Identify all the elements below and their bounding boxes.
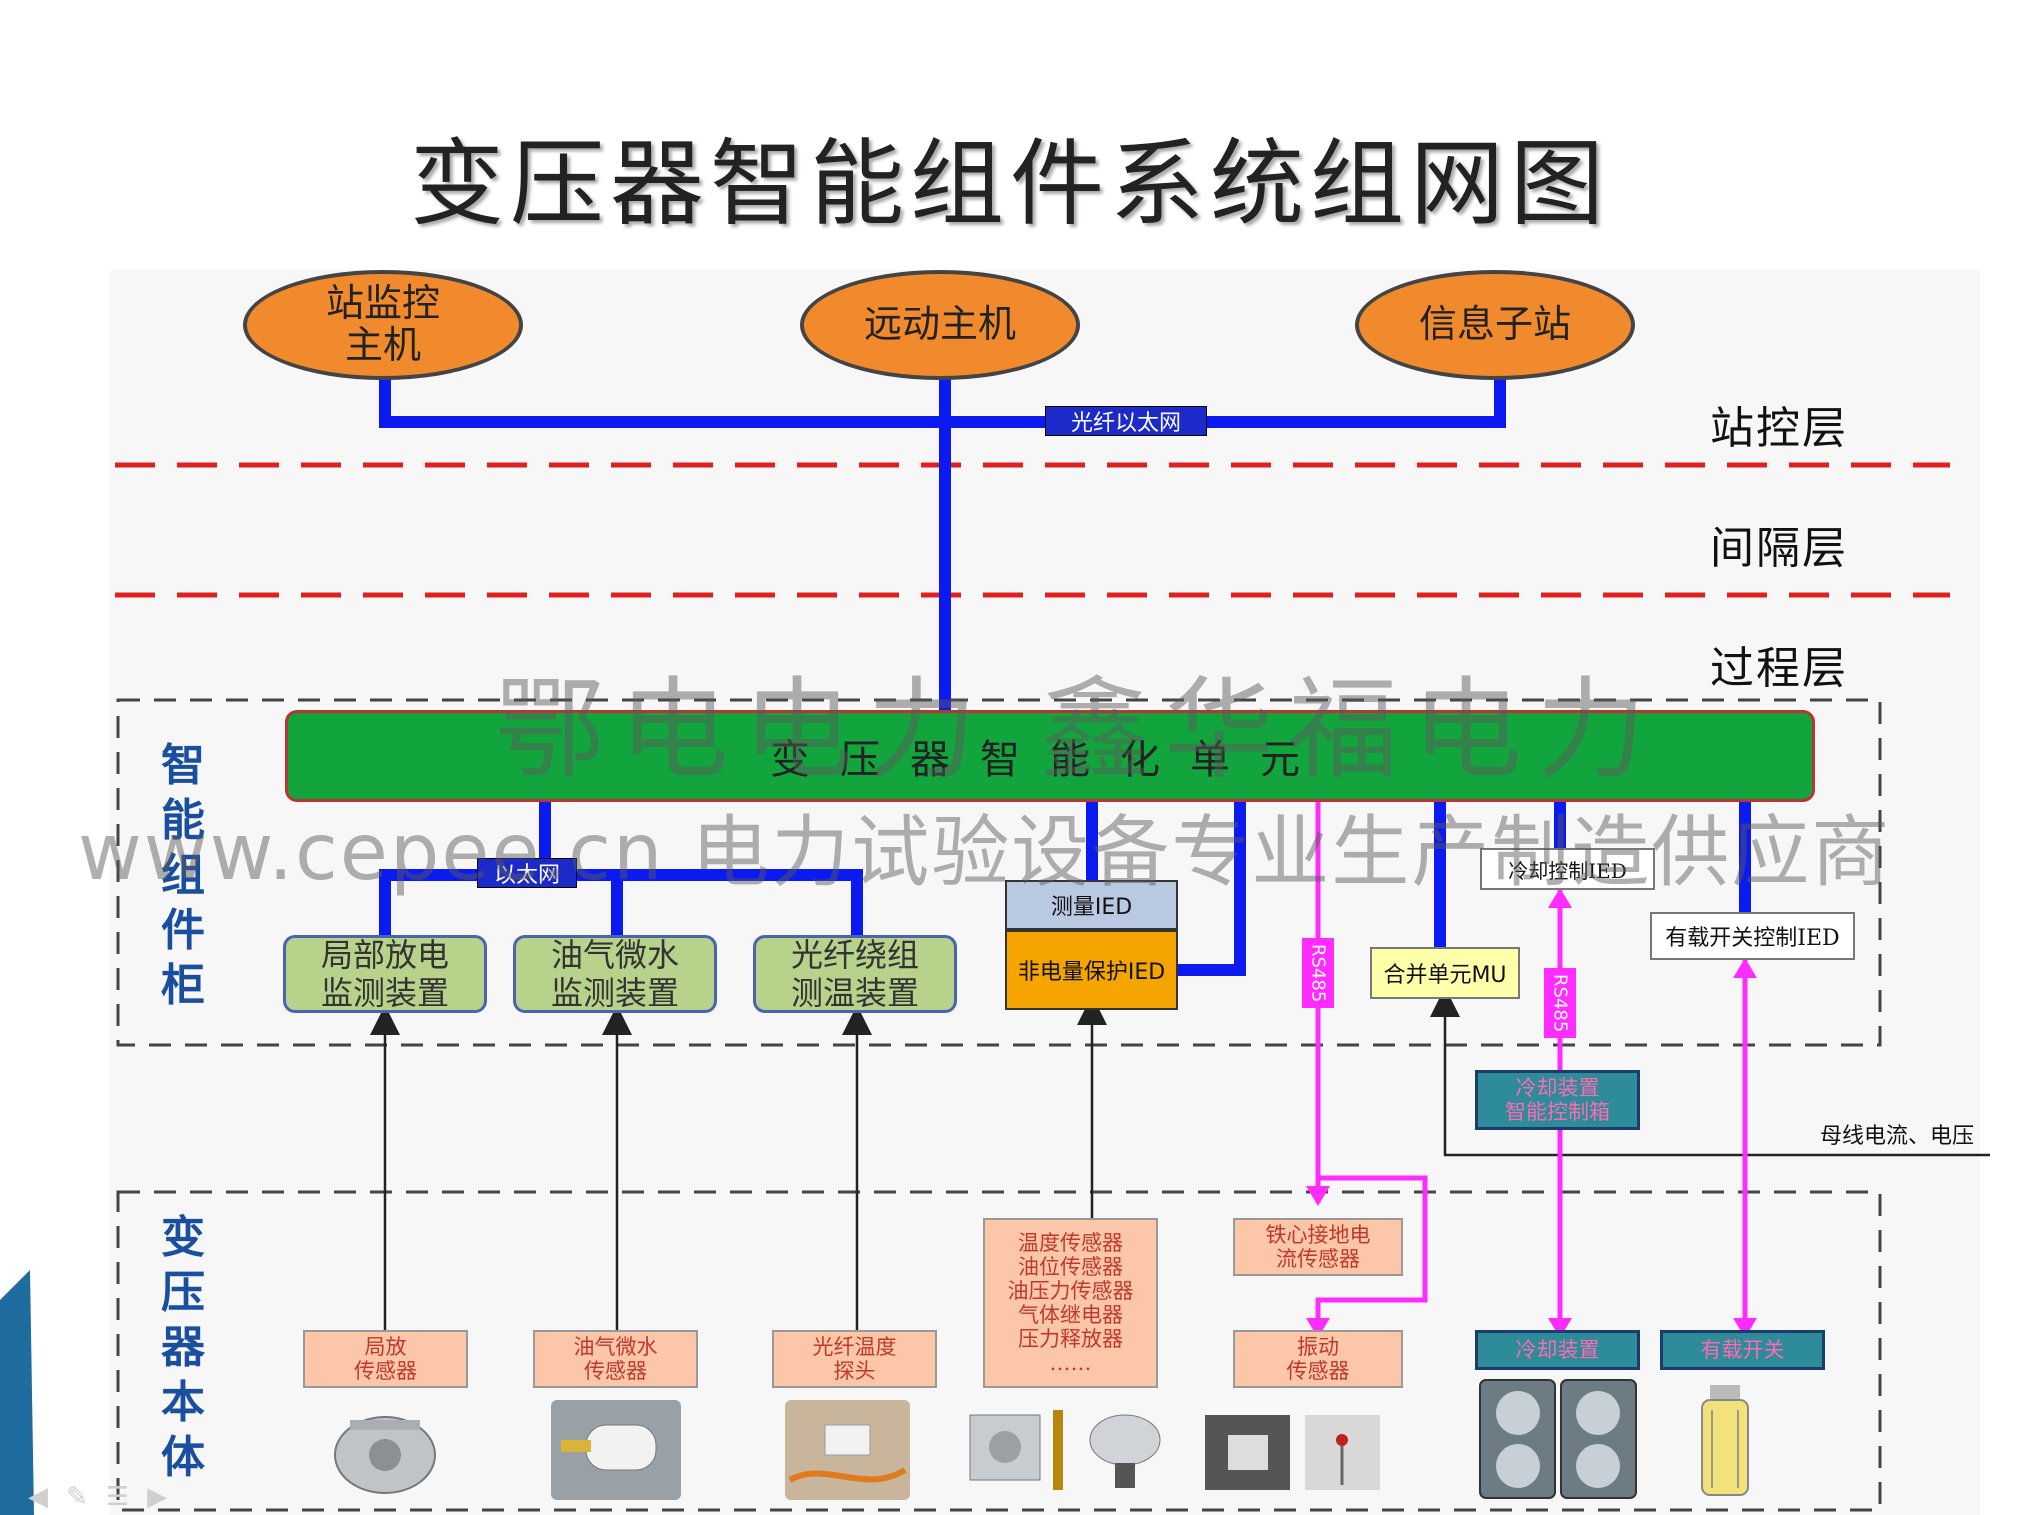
rs485-label-a: RS485	[1302, 938, 1334, 1008]
layer-label-station: 站控层	[1710, 403, 1848, 454]
watermark-url: www.cepee.cn 电力试验设备专业生产制造供应商	[78, 808, 1892, 898]
page-title: 变压器智能组件系统组网图	[409, 130, 1610, 239]
cooling-device[interactable]: 冷却装置	[1475, 1330, 1640, 1370]
body-label: 变 压 器 本 体	[161, 1212, 205, 1483]
slide-nav-controls: ◀ ✎ ☰ ▶	[28, 1482, 167, 1512]
merge-unit-mu[interactable]: 合并单元MU	[1370, 947, 1520, 999]
partial-discharge-sensor-image	[334, 1416, 436, 1494]
decor-left-shape	[0, 1270, 34, 1515]
bus-current-voltage-note: 母线电流、电压	[1820, 1124, 1975, 1149]
fiber-temp-probe-image	[785, 1400, 910, 1500]
sensor-arrows	[370, 987, 1990, 1330]
non-electric-sensors-group[interactable]: 温度传感器 油位传感器 油压力传感器 气体继电器 压力释放器 ……	[983, 1218, 1158, 1388]
transformer-intelligent-unit[interactable]: 变压器智能化单元	[285, 710, 1815, 802]
layer-label-process: 过程层	[1710, 643, 1848, 694]
station-monitor-host[interactable]: 站监控 主机	[243, 270, 523, 380]
fiber-temp-probe[interactable]: 光纤温度 探头	[772, 1330, 937, 1388]
remote-control-host[interactable]: 远动主机	[800, 270, 1080, 380]
core-vibration-sensor-image	[1205, 1415, 1380, 1490]
station-network-lines	[379, 375, 1506, 715]
non-electric-sensors-image	[969, 1410, 1161, 1490]
partial-discharge-sensor[interactable]: 局放 传感器	[303, 1330, 468, 1388]
pen-icon[interactable]: ✎	[66, 1482, 88, 1512]
fiber-winding-temp-monitor[interactable]: 光纤绕组 测温装置	[753, 935, 957, 1013]
info-substation[interactable]: 信息子站	[1355, 270, 1635, 380]
prev-slide-icon[interactable]: ◀	[28, 1482, 48, 1512]
cooling-fans-image	[1479, 1379, 1637, 1499]
cooling-smart-control-box[interactable]: 冷却装置 智能控制箱	[1475, 1070, 1640, 1130]
cabinet-frame	[116, 698, 1882, 1047]
cooling-control-ied[interactable]: 冷却控制IED	[1480, 848, 1655, 890]
non-electric-protection-ied[interactable]: 非电量保护IED	[1005, 930, 1178, 1010]
core-ground-current-sensor[interactable]: 铁心接地电 流传感器	[1233, 1218, 1403, 1276]
body-frame	[116, 1190, 1882, 1512]
tap-changer-image	[1701, 1385, 1749, 1496]
next-slide-icon[interactable]: ▶	[147, 1482, 168, 1512]
cabinet-label: 智 能 组 件 柜	[161, 740, 205, 1011]
rs485-label-b: RS485	[1544, 968, 1576, 1038]
oil-gas-moisture-monitor[interactable]: 油气微水 监测装置	[513, 935, 717, 1013]
layer-label-bay: 间隔层	[1710, 523, 1848, 574]
tap-changer-control-ied[interactable]: 有载开关控制IED	[1650, 912, 1855, 960]
measure-ied[interactable]: 测量IED	[1005, 880, 1178, 930]
fiber-ethernet-tag: 光纤以太网	[1045, 406, 1207, 436]
menu-icon[interactable]: ☰	[105, 1482, 130, 1512]
ethernet-tag: 以太网	[477, 858, 577, 888]
oil-gas-sensor-image	[551, 1400, 681, 1500]
on-load-tap-changer[interactable]: 有载开关	[1660, 1330, 1825, 1370]
oil-gas-moisture-sensor[interactable]: 油气微水 传感器	[533, 1330, 698, 1388]
vibration-sensor[interactable]: 振动 传感器	[1233, 1330, 1403, 1388]
watermark-brand: 鄂电电力 鑫华福电力	[495, 666, 1660, 794]
partial-discharge-monitor[interactable]: 局部放电 监测装置	[283, 935, 487, 1013]
